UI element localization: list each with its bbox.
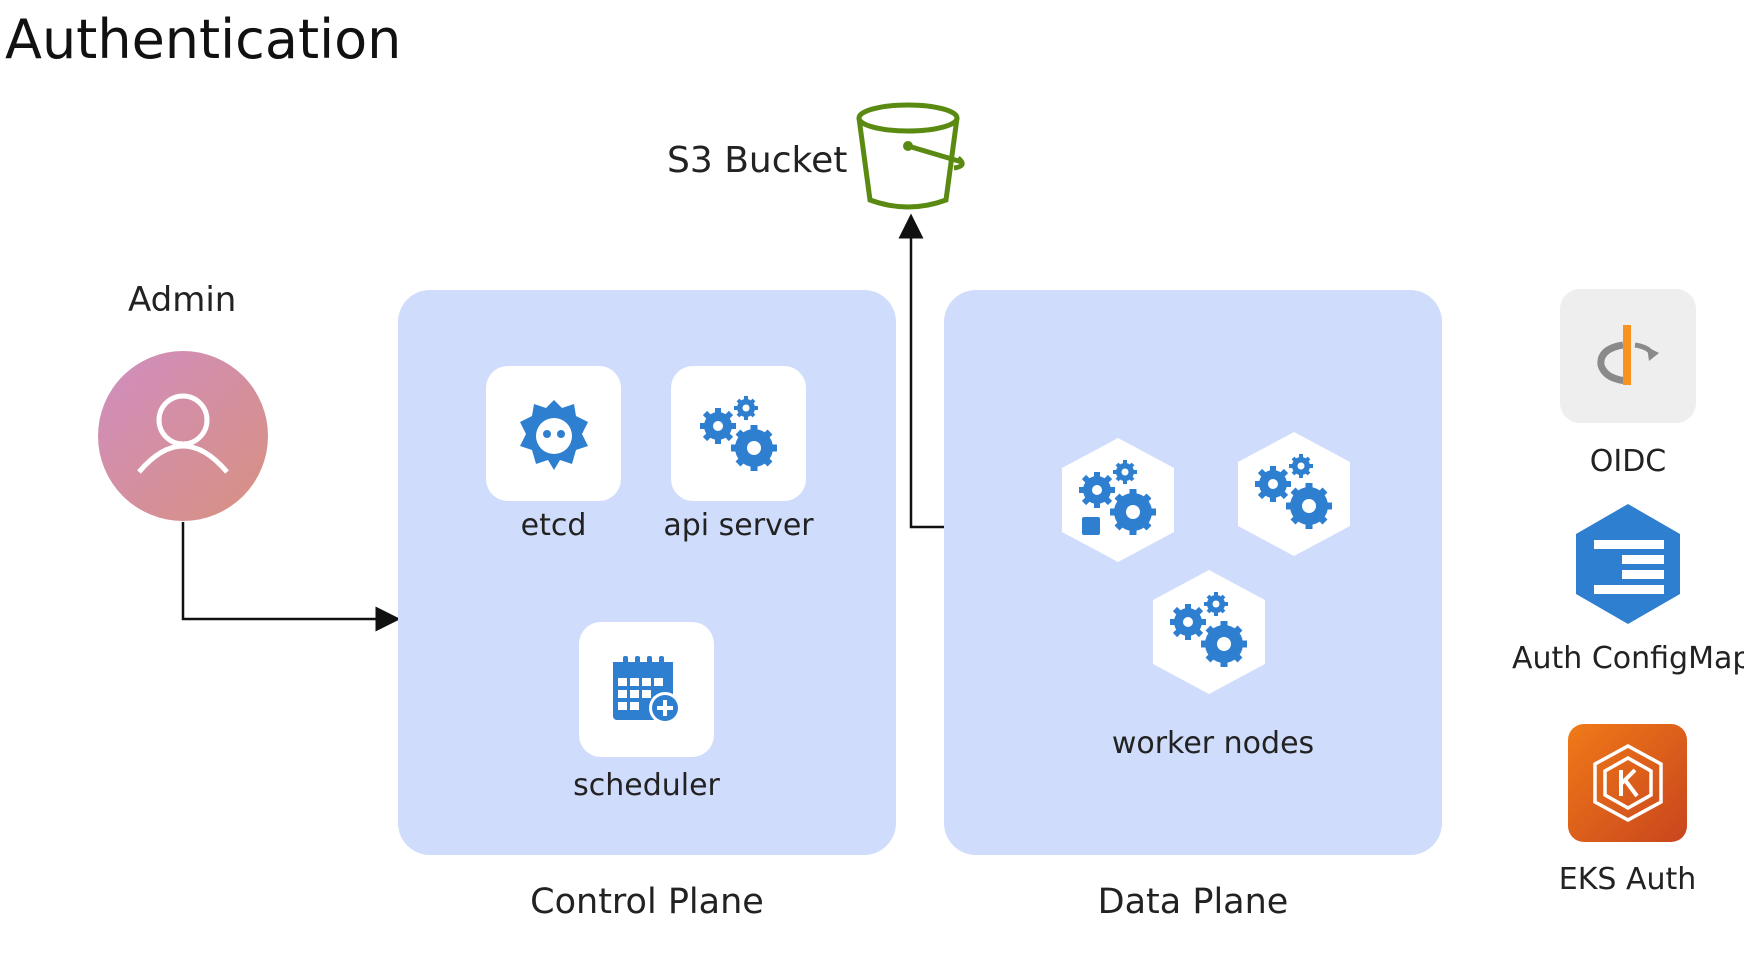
configmap-icon (1576, 504, 1680, 624)
admin-avatar (98, 351, 268, 521)
gears-icon (1255, 454, 1332, 529)
worker-node-3 (1153, 570, 1265, 694)
oidc-label: OIDC (1589, 444, 1667, 479)
etcd-tile (486, 366, 621, 501)
gears-icon (1170, 592, 1247, 667)
scheduler-label: scheduler (573, 768, 720, 803)
gears-icon (699, 395, 777, 471)
api-server-label: api server (663, 508, 814, 543)
eks-tile (1568, 724, 1687, 842)
worker-node-2 (1238, 432, 1350, 556)
eks-auth-label: EKS Auth (1558, 862, 1697, 897)
admin-to-control-plane-arrow (181, 522, 401, 632)
scheduler-tile (579, 622, 714, 757)
oidc-icon (1597, 325, 1659, 385)
api-server-tile (671, 366, 806, 501)
calendar-icon (612, 655, 681, 724)
etcd-icon (519, 399, 588, 470)
control-plane-panel (398, 290, 896, 855)
page-title: Authentication (5, 8, 402, 71)
worker-node-1 (1062, 438, 1174, 562)
data-plane-panel (944, 290, 1442, 855)
etcd-label: etcd (520, 508, 587, 543)
worker-nodes-label: worker nodes (1111, 726, 1315, 761)
s3-bucket-label: S3 Bucket (667, 140, 848, 181)
configmap-label: Auth ConfigMap (1512, 641, 1744, 676)
eks-icon (1592, 744, 1663, 822)
user-icon (137, 393, 229, 474)
control-plane-label: Control Plane (530, 882, 764, 922)
gears-icon (1079, 460, 1156, 535)
s3-bucket-icon (856, 102, 965, 210)
admin-label: Admin (128, 280, 237, 320)
data-plane-label: Data Plane (1097, 882, 1289, 922)
oidc-tile (1560, 289, 1696, 423)
